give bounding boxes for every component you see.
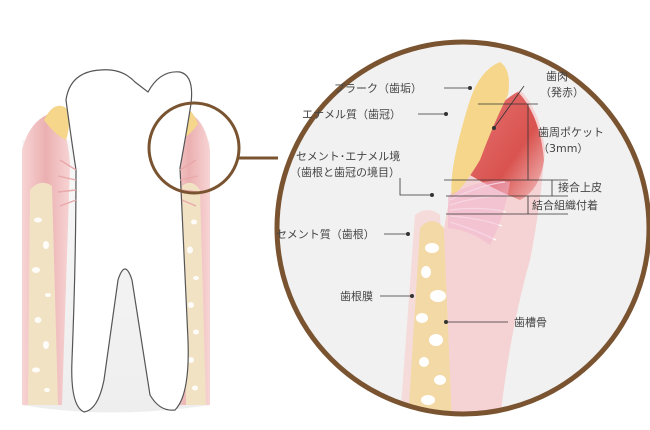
alveolar-bone-shape (408, 221, 452, 414)
annotations: プラーク（歯垢） エナメル質（歯冠） セメント･エナメル境 （歯根と歯冠の境目）… (276, 70, 604, 329)
label-gingiva-2: （発赤） (540, 85, 584, 99)
leader-dot-gingiva (492, 126, 496, 130)
magnified-detail (274, 39, 650, 417)
leader-gingiva (493, 85, 525, 129)
leader-dot-pdl (410, 294, 414, 298)
detail-circle-border (274, 39, 650, 417)
label-cej-2: （歯根と歯冠の境目） (290, 165, 400, 179)
leader-dot-cej (430, 193, 434, 197)
plaque-detail (451, 62, 509, 196)
leader-dot-enamel (444, 112, 448, 116)
tooth-outline (65, 69, 193, 413)
label-cej-1: セメント･エナメル境 (296, 149, 400, 163)
label-ct: 結合組織付着 (532, 198, 598, 212)
pdl-fibers-left (57, 159, 77, 207)
label-pocket-2: （3mm） (538, 142, 588, 155)
tooth-overview (22, 69, 278, 413)
leader-dot-cementum (406, 232, 410, 236)
label-cementum: セメント質（歯根） (276, 227, 375, 241)
magnifier-ring (147, 101, 241, 195)
fiber-fan-fill (448, 180, 510, 245)
bone-trabeculae-left (32, 217, 51, 392)
label-alveolar-bone: 歯槽骨 (514, 316, 547, 329)
label-je: 接合上皮 (558, 180, 602, 194)
bone-left (28, 182, 58, 405)
label-plaque: プラーク（歯垢） (334, 82, 422, 95)
label-gingiva-1: 歯肉 (546, 70, 568, 83)
label-pocket-1: 歯周ポケット (538, 126, 604, 139)
leader-dot-plaque (468, 86, 472, 90)
label-pdl: 歯根膜 (340, 289, 373, 303)
bone-marrow-spaces (416, 243, 446, 405)
label-enamel: エナメル質（歯冠） (302, 107, 401, 121)
leader-cej (399, 178, 432, 196)
leader-dot-bone (444, 320, 448, 324)
bone-trabeculae-right (187, 219, 199, 391)
plaque-left (44, 105, 69, 140)
